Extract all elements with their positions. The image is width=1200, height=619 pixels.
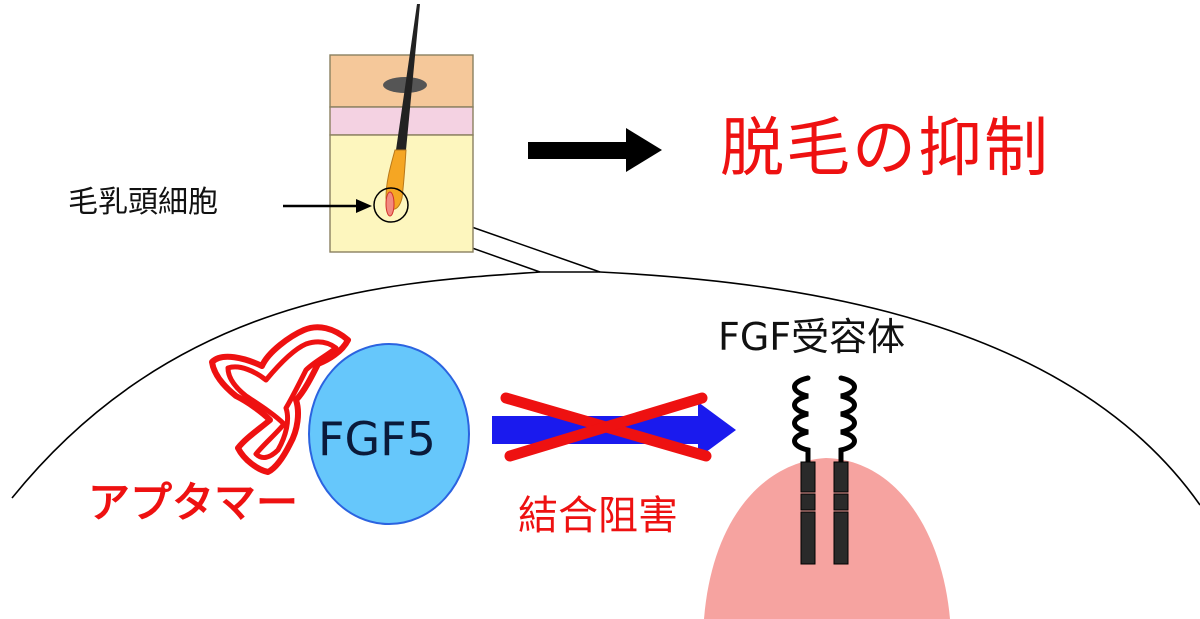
label-binding-inhibition: 結合阻害 (518, 493, 678, 539)
receptor-segment (800, 511, 816, 565)
receptor-segment (800, 461, 816, 493)
fgf-receptor (792, 375, 857, 565)
label-fgf-receptor: FGF受容体 (718, 315, 906, 359)
label-aptamer: アプタマー (88, 478, 299, 527)
receptor-segment (833, 511, 849, 565)
label-dermal-papilla-cell: 毛乳頭細胞 (68, 185, 218, 220)
binding-arrowhead (698, 402, 736, 458)
receptor-segment (800, 493, 816, 511)
result-arrow-shaft (528, 142, 628, 159)
receptor-segment (833, 493, 849, 511)
receptor-coil-right (838, 375, 857, 469)
label-fgf5: FGF5 (318, 412, 436, 466)
receptor-coil-left (792, 375, 811, 469)
target-cell (704, 458, 950, 619)
cross-line-b (504, 392, 708, 462)
cell-outline (11, 271, 1200, 506)
aptamer-strand-inner (225, 339, 339, 460)
dermal-papilla (385, 191, 395, 217)
pointer-arrowhead (356, 199, 372, 213)
hair-pore (383, 77, 427, 93)
magnifier-circle (373, 187, 409, 223)
hair-shaft (396, 4, 420, 150)
result-arrowhead (626, 128, 662, 172)
label-hair-removal-suppression: 脱毛の抑制 (720, 112, 1050, 186)
fgf5-ellipse (308, 343, 470, 525)
skin-section (329, 4, 474, 253)
aptamer-strand (209, 324, 351, 475)
receptor-segment (833, 461, 849, 493)
